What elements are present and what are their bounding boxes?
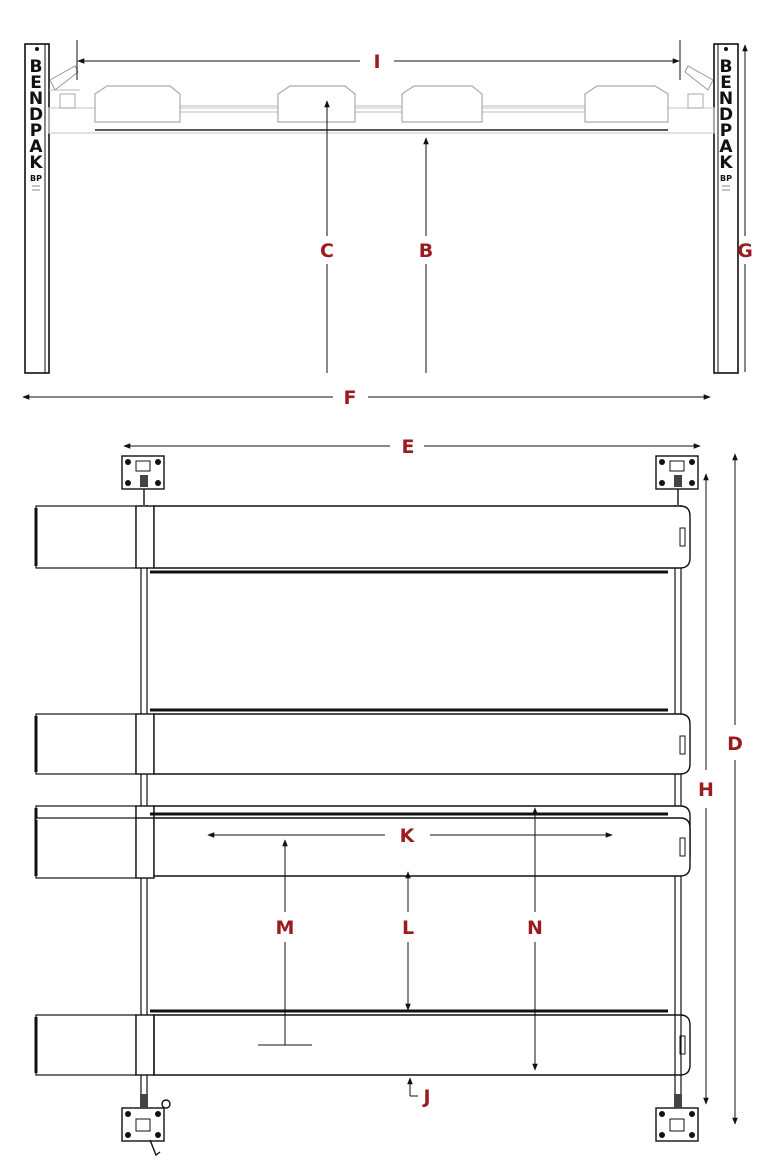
corner-post: [655, 455, 699, 505]
brand-letter-d: D: [719, 105, 733, 125]
brand-letter-n: N: [29, 89, 43, 109]
label-e: E: [402, 436, 415, 458]
side-rails: [140, 505, 682, 1094]
brand-mark: BP: [30, 174, 42, 183]
dimension-d: D: [727, 453, 743, 1125]
dimension-j: J: [407, 1077, 431, 1108]
dimension-h: H: [698, 473, 714, 1105]
dimension-k: K: [207, 825, 613, 847]
brand-letter-b: B: [720, 57, 733, 77]
brand-letter-p: P: [30, 121, 42, 141]
brand-mark: BP: [720, 174, 732, 183]
left-column-brand: B E N D P A K BP: [29, 57, 44, 183]
brand-letter-n: N: [719, 89, 733, 109]
cross-beam: [48, 65, 715, 134]
label-f: F: [344, 387, 357, 409]
lift-arm: [34, 1009, 691, 1076]
label-n: N: [527, 917, 543, 939]
label-k: K: [400, 825, 416, 847]
arm-pad: [277, 85, 356, 123]
label-b: B: [419, 240, 433, 262]
dimension-i: I: [76, 40, 681, 80]
right-column-brand: B E N D P A K BP: [719, 57, 734, 183]
arm-pad: [584, 85, 669, 123]
right-column: B E N D P A K BP: [713, 43, 739, 374]
dimension-e: E: [123, 436, 701, 458]
lift-arm: [34, 505, 691, 574]
dimension-b: B: [419, 137, 433, 373]
dimension-m: M: [258, 839, 312, 1046]
label-m: M: [276, 917, 295, 939]
brand-letter-e: E: [720, 73, 732, 93]
label-h: H: [698, 779, 714, 801]
label-g: G: [737, 240, 753, 262]
label-l: L: [402, 917, 414, 939]
label-c: C: [320, 240, 334, 262]
dimension-n: N: [527, 807, 543, 1071]
corner-post: [655, 1094, 699, 1142]
lift-arm: [34, 812, 691, 879]
top-view: E: [34, 436, 743, 1157]
brand-letter-k: K: [29, 153, 43, 173]
dimension-l: L: [402, 871, 414, 1011]
brand-letter-e: E: [30, 73, 42, 93]
brand-letter-p: P: [720, 121, 732, 141]
dimension-g: G: [737, 44, 753, 372]
corner-post: [121, 455, 165, 505]
dimension-f: F: [22, 387, 711, 409]
front-view: B E N D P A K BP B E N D P A: [22, 40, 753, 409]
arm-pad: [94, 85, 181, 123]
brand-letter-b: B: [30, 57, 43, 77]
label-j: J: [421, 1086, 430, 1108]
brand-letter-k: K: [719, 153, 733, 173]
left-column: B E N D P A K BP: [24, 43, 50, 374]
dimension-c: C: [320, 100, 334, 373]
brand-letter-d: D: [29, 105, 43, 125]
label-i: I: [373, 51, 380, 73]
lift-arm: [34, 708, 691, 775]
arm-pad: [401, 85, 483, 123]
brand-letter-a: A: [29, 137, 43, 157]
corner-post: [121, 1094, 171, 1157]
brand-letter-a: A: [719, 137, 733, 157]
label-d: D: [727, 733, 743, 755]
